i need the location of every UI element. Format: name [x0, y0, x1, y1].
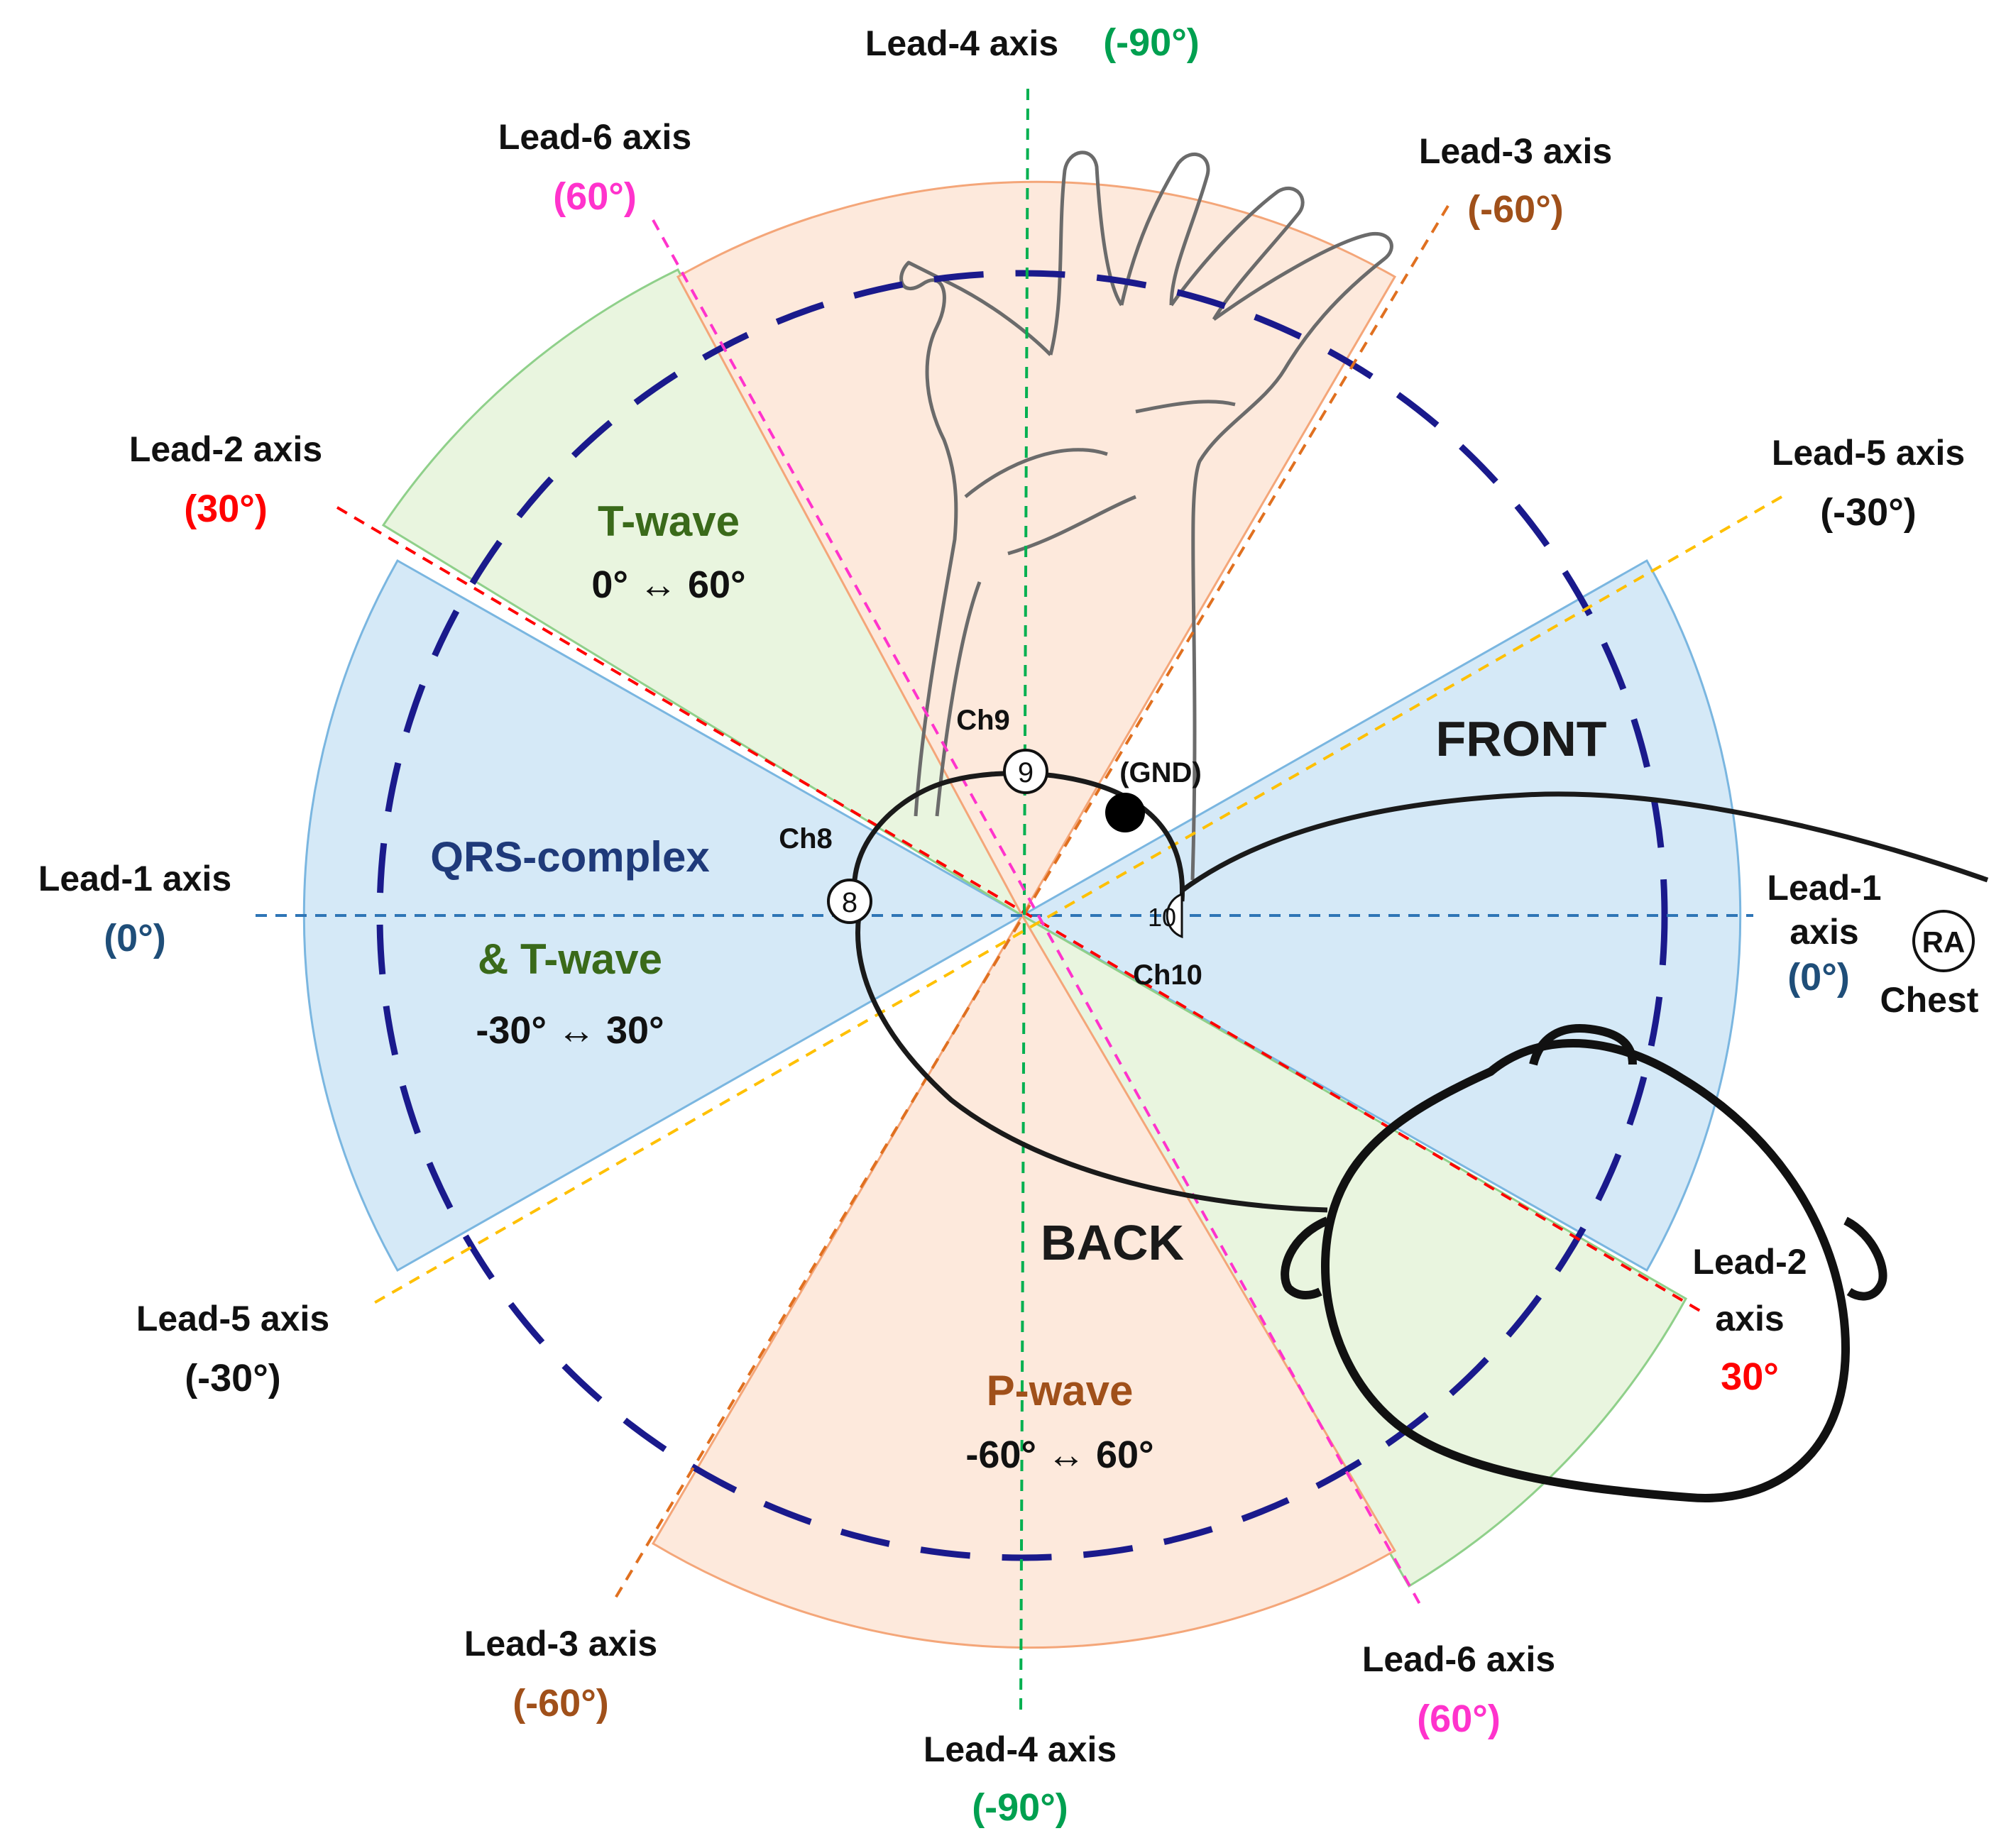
axis-labels: Lead-4 axis (-90°) Lead-4 axis (-90°) Le… [38, 21, 1965, 1829]
qrs-label: QRS-complex [430, 833, 709, 881]
electrode-8-label: 8 [842, 887, 857, 918]
sector-qrs-front [1019, 559, 1742, 1272]
electrodes: 8 9 10 [827, 749, 1183, 939]
lead6-top-name: Lead-6 axis [498, 117, 691, 157]
lead5-left-name: Lead-5 axis [136, 1299, 329, 1338]
lead4-axis-line [1019, 88, 1029, 1711]
wire-to-back [855, 915, 1328, 1213]
twave-range: 0° ↔ 60° [591, 563, 745, 606]
sector-pwave-upper [676, 180, 1397, 918]
electrode-10 [1166, 892, 1183, 939]
chest-label: Chest [1880, 980, 1979, 1020]
sector-twave-lower [1019, 912, 1688, 1588]
lead2-right-axis: axis [1715, 1299, 1784, 1338]
lead2-left-angle: (30°) [184, 488, 268, 530]
lead3-bottom-angle: (-60°) [513, 1682, 609, 1725]
lead2-right-angle: 30° [1721, 1355, 1779, 1398]
ch8-label: Ch8 [779, 823, 833, 854]
lead6-axis-line [652, 219, 1421, 1605]
electrode-9 [1003, 749, 1048, 794]
electrode-8 [827, 879, 872, 924]
hand-sketch [899, 150, 1393, 881]
lead5-axis-line [368, 495, 1782, 1307]
lead1-left-name: Lead-1 axis [38, 859, 231, 898]
ra-electrode-icon [1912, 910, 1975, 972]
lead1-right-angle: (0°) [1787, 956, 1850, 999]
ch9-label: Ch9 [956, 705, 1010, 736]
lead1-right-name: Lead-1 [1767, 868, 1881, 908]
head-outline [1281, 1024, 1887, 1502]
lead5-left-angle: (-30°) [185, 1357, 281, 1399]
gnd-label: (GND) [1119, 757, 1202, 788]
lead2-left-name: Lead-2 axis [129, 429, 322, 469]
lead4-bottom-angle: (-90°) [972, 1786, 1068, 1829]
back-label: BACK [1041, 1215, 1184, 1270]
lead1-left-angle: (0°) [104, 917, 166, 959]
lead4-top-name: Lead-4 axis [865, 23, 1058, 63]
sector-twave-upper [381, 268, 1025, 919]
twave-label: T-wave [598, 497, 740, 545]
qrs-twave-label: & T-wave [478, 935, 662, 983]
electrode-9-label: 9 [1018, 757, 1034, 788]
head-circle [376, 270, 1668, 1561]
lead5-right-name: Lead-5 axis [1772, 433, 1965, 473]
wire-to-chest [1180, 791, 1989, 893]
lead-axes [256, 88, 1782, 1711]
gnd-electrode [1105, 793, 1145, 832]
lead3-axis-line [613, 204, 1449, 1602]
ch10-label: Ch10 [1133, 959, 1202, 991]
pwave-range: -60° ↔ 60° [965, 1434, 1153, 1476]
lead3-top-angle: (-60°) [1467, 188, 1564, 231]
lead1-right-axis: axis [1789, 912, 1858, 952]
lead6-bottom-angle: (60°) [1417, 1698, 1501, 1740]
lead2-axis-line [336, 506, 1705, 1314]
front-label: FRONT [1435, 711, 1606, 766]
lead3-bottom-name: Lead-3 axis [464, 1624, 657, 1663]
lead3-top-name: Lead-3 axis [1419, 131, 1612, 171]
lead2-right-name: Lead-2 [1692, 1242, 1807, 1282]
ra-label: RA [1922, 925, 1966, 959]
lead4-top-angle: (-90°) [1103, 21, 1200, 64]
lead5-right-angle: (-30°) [1820, 491, 1917, 534]
qrs-range: -30° ↔ 30° [476, 1009, 664, 1052]
pwave-label: P-wave [987, 1367, 1134, 1414]
lead6-top-angle: (60°) [553, 175, 637, 218]
lead6-bottom-name: Lead-6 axis [1362, 1639, 1555, 1679]
electrode-10-label: 10 [1148, 903, 1176, 932]
lead4-bottom-name: Lead-4 axis [923, 1729, 1117, 1769]
